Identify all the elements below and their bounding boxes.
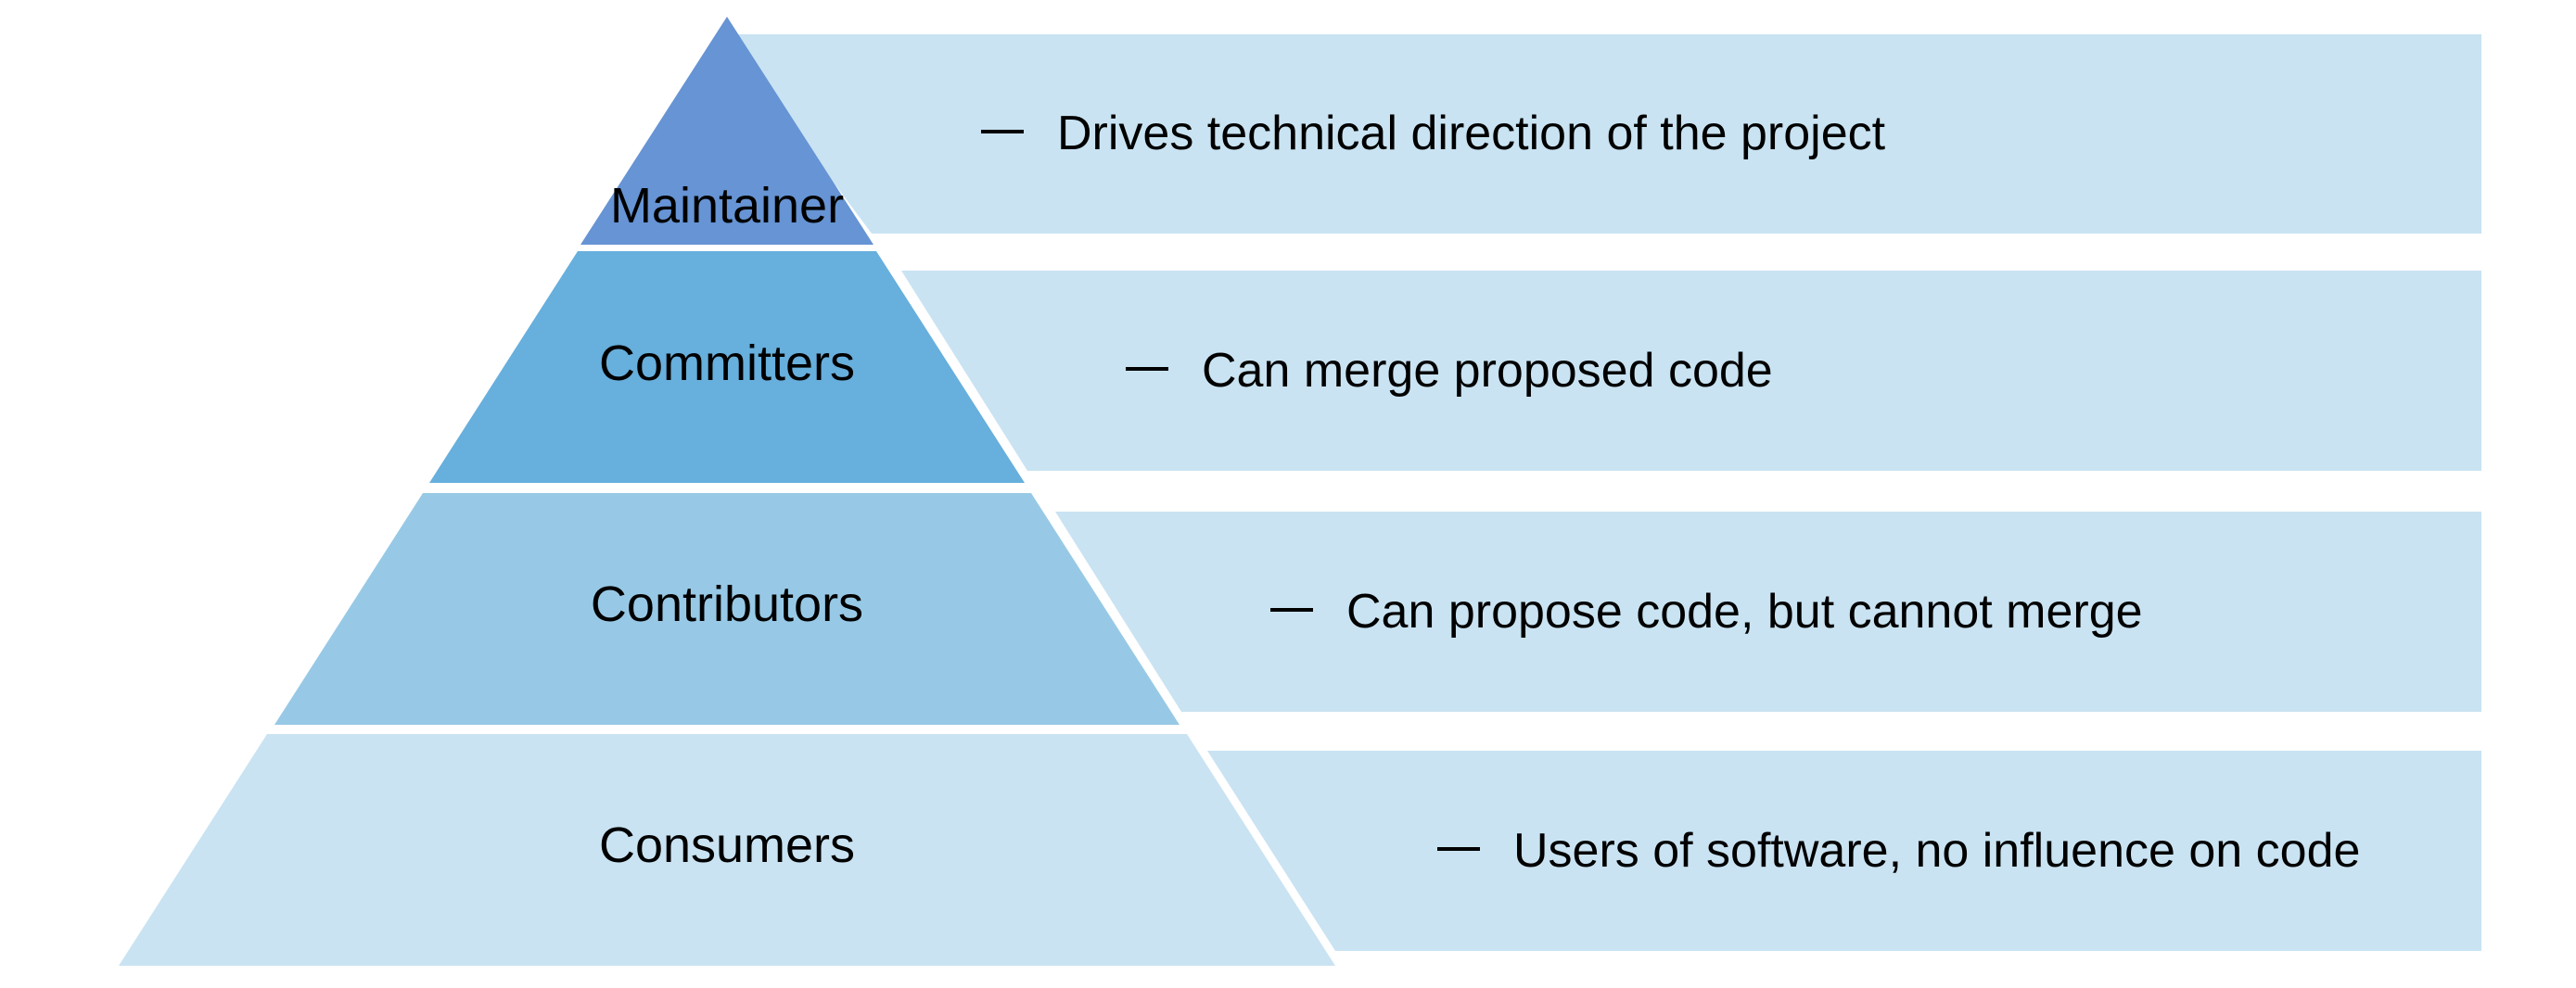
description-committers: Can merge proposed code	[1202, 344, 1773, 398]
level-label-consumers: Consumers	[599, 817, 855, 873]
band-maintainer	[723, 34, 2481, 234]
level-label-contributors: Contributors	[591, 576, 863, 632]
pyramid-level-contributors	[274, 493, 1180, 725]
level-label-maintainer: Maintainer	[610, 178, 844, 234]
band-contributors	[1055, 512, 2481, 712]
description-maintainer: Drives technical direction of the projec…	[1057, 107, 1886, 160]
description-contributors: Can propose code, but cannot merge	[1346, 585, 2143, 639]
level-label-committers: Committers	[599, 336, 855, 391]
pyramid-level-consumers	[119, 734, 1335, 966]
description-consumers: Users of software, no influence on code	[1513, 824, 2360, 878]
pyramid-level-maintainer	[580, 17, 874, 245]
band-committers	[901, 271, 2481, 471]
band-consumers	[1207, 751, 2481, 951]
pyramid-level-committers	[429, 251, 1025, 483]
